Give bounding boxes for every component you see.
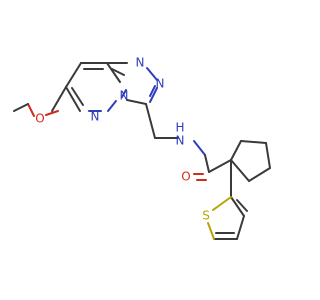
bond [65,86,81,112]
atom-h-amide: H [175,121,184,135]
bond [265,142,271,169]
molecule-diagram: N N N N O H N O S [13,56,271,240]
bond [51,86,67,112]
atom-labels: N N N N O H N O S [35,56,210,223]
bond [230,196,245,217]
bond [207,222,215,240]
bond [71,87,84,106]
bond [240,140,267,144]
bond [193,140,206,156]
atom-o-ether: O [35,112,44,126]
atom-n-triazole-right: N [156,77,165,91]
pyridazine-ring [65,62,121,112]
bond [27,103,35,117]
bond [230,159,250,182]
bond [208,159,232,173]
bond [121,89,127,98]
bond [236,199,248,212]
atom-s-thiophene: S [202,209,210,223]
atom-n-amide: N [176,134,185,148]
bond [212,196,232,211]
bond [107,100,117,112]
bond [230,140,242,161]
bond [149,87,158,103]
ethoxy-group [13,86,67,117]
structure-svg: N N N N O H N O S [13,56,271,240]
bond [126,99,147,105]
bond [145,103,156,139]
atom-o-carbonyl: O [181,170,190,184]
triazole-ring [106,62,158,105]
bond [146,67,158,81]
thiophene-ring [207,159,248,240]
bond [45,110,59,116]
bond [111,68,125,76]
bond [65,62,82,88]
linker-chain [145,103,206,156]
atom-n-triazole-top: N [136,56,145,70]
cyclopentane-ring [230,140,271,182]
bond [204,154,210,173]
atom-n-pyridazine: N [91,110,100,124]
bond [236,215,245,240]
amide-group [193,154,232,181]
atom-n-bridge: N [120,89,129,103]
bond [13,103,29,112]
bond [248,167,271,182]
bond [106,62,121,83]
bond [149,85,156,97]
